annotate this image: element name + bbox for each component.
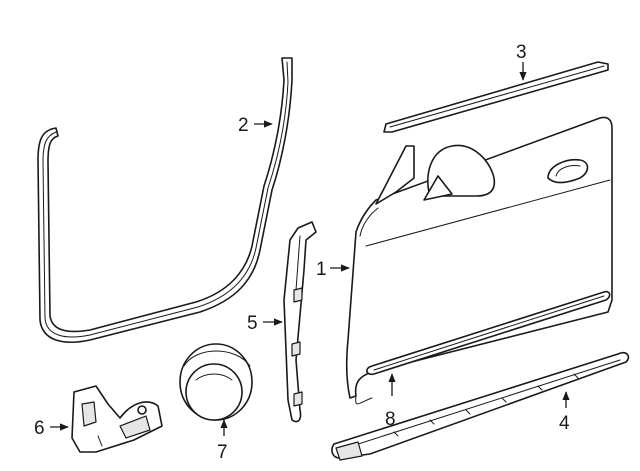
callout-label-5: 5 (247, 313, 258, 334)
bracket-part (71, 385, 163, 453)
callout-8: 8 (385, 373, 396, 430)
door-side-molding-part (366, 290, 611, 376)
callout-label-3: 3 (516, 42, 527, 63)
callout-2: 2 (238, 115, 273, 136)
door-shell-part (345, 116, 613, 405)
speaker-ring-part (179, 343, 253, 421)
weatherstrip-part (37, 57, 293, 343)
callout-6: 6 (34, 418, 69, 439)
callout-3: 3 (516, 42, 527, 81)
rocker-molding-part (331, 351, 630, 461)
callout-label-7: 7 (217, 442, 228, 463)
door-seal-rear-part (283, 221, 317, 423)
callout-label-4: 4 (559, 413, 570, 434)
callout-4: 4 (559, 391, 570, 434)
callout-5: 5 (247, 313, 283, 334)
belt-molding-part (383, 61, 609, 133)
callout-label-8: 8 (385, 409, 396, 430)
callout-1: 1 (316, 259, 350, 280)
callout-label-6: 6 (34, 418, 45, 439)
callout-label-1: 1 (316, 259, 327, 280)
callout-7: 7 (217, 419, 228, 463)
callout-label-2: 2 (238, 115, 249, 136)
